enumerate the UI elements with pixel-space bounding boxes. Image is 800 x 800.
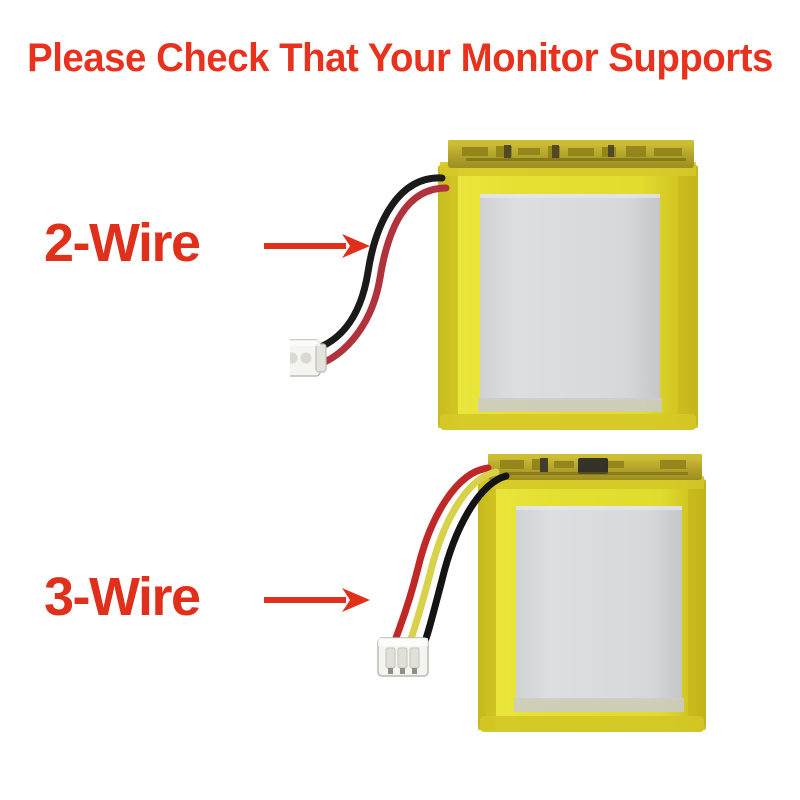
battery-photo-2wire: ORIGINAL BATTERY + 3.7V CE 750MAH bbox=[290, 132, 710, 662]
wire-type-label-3wire: 3-Wire bbox=[44, 567, 201, 627]
right-arrow-icon-3wire bbox=[262, 582, 372, 623]
battery-photo-3wire: ORIGINAL BATTERY + 3.7V CE 750MAH bbox=[360, 442, 710, 742]
right-arrow-icon-2wire bbox=[262, 228, 372, 269]
wire-type-label-2wire: 2-Wire bbox=[44, 213, 201, 273]
jst-connector-3pin bbox=[377, 637, 429, 677]
jst-connector-2pin bbox=[290, 339, 327, 377]
page-title: Please Check That Your Monitor Supports bbox=[27, 36, 773, 80]
